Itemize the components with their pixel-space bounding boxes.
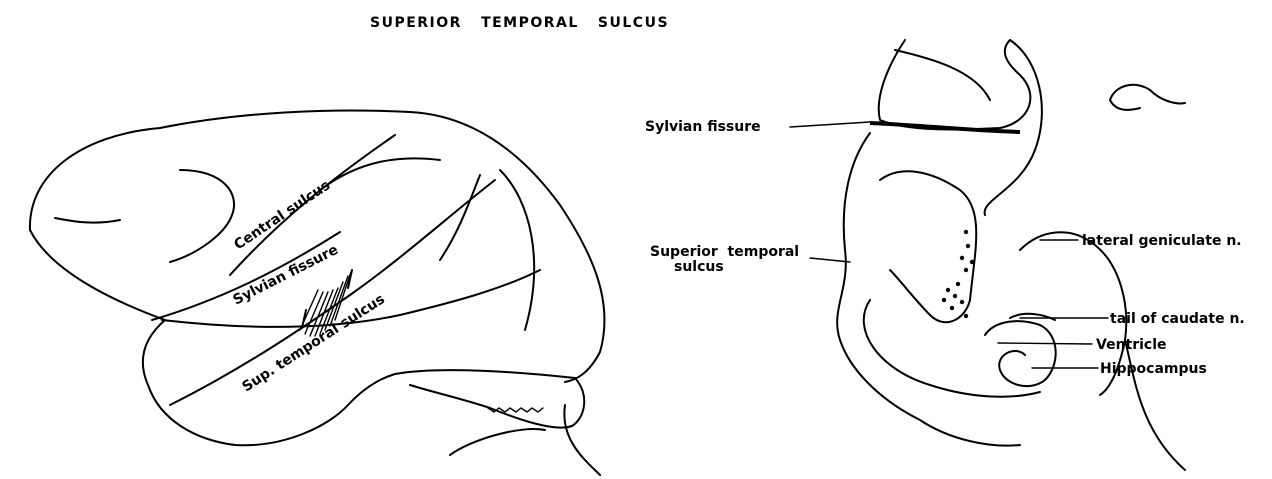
frontal-lower-contour [30, 230, 165, 320]
lunate-sulcus [440, 175, 480, 260]
hippocampus-label: Hippocampus [1100, 361, 1207, 377]
small-island [1110, 85, 1185, 110]
ventricle-leader-line [998, 343, 1092, 344]
lower-right-contour [1125, 340, 1185, 470]
sts-leader-line [810, 258, 850, 262]
upper-gyrus-inner [895, 50, 990, 100]
figure-title: SUPERIOR TEMPORAL SULCUS [370, 15, 669, 31]
principal-sulcus [55, 218, 120, 223]
brain-stem [450, 405, 600, 475]
sylvian-fissure-label-right: Sylvian fissure [645, 119, 761, 135]
sts-label-line2: sulcus [674, 259, 724, 275]
lateral-brain-view: Central sulcus Sylvian fissure Sup. temp… [30, 111, 605, 475]
sts-label-line1: Superior temporal [650, 244, 799, 260]
sylvian-leader-line [790, 122, 870, 127]
temporal-section-outline [837, 133, 1020, 446]
cerebellum [410, 378, 584, 428]
sts-fold [880, 171, 976, 322]
inner-temporal-fold [864, 300, 1040, 397]
central-sulcus-label: Central sulcus [231, 177, 333, 253]
ips-sulcus [320, 158, 440, 190]
sylvian-fissure-label-left: Sylvian fissure [231, 242, 341, 309]
ventricle-outline [1010, 314, 1055, 320]
tail-of-caudate-label: tail of caudate n. [1110, 311, 1245, 327]
upper-gyrus [879, 40, 1031, 130]
lateral-geniculate-label: lateral geniculate n. [1082, 233, 1242, 249]
sup-temporal-sulcus-label: Sup. temporal sulcus [239, 291, 387, 395]
hippocampus-outline [985, 321, 1056, 386]
ventricle-label: Ventricle [1096, 337, 1167, 353]
occipital-curve [500, 170, 534, 330]
arcuate-sulcus [170, 170, 234, 262]
coronal-section-view: Sylvian fissure Superior temporal sulcus… [645, 40, 1245, 470]
